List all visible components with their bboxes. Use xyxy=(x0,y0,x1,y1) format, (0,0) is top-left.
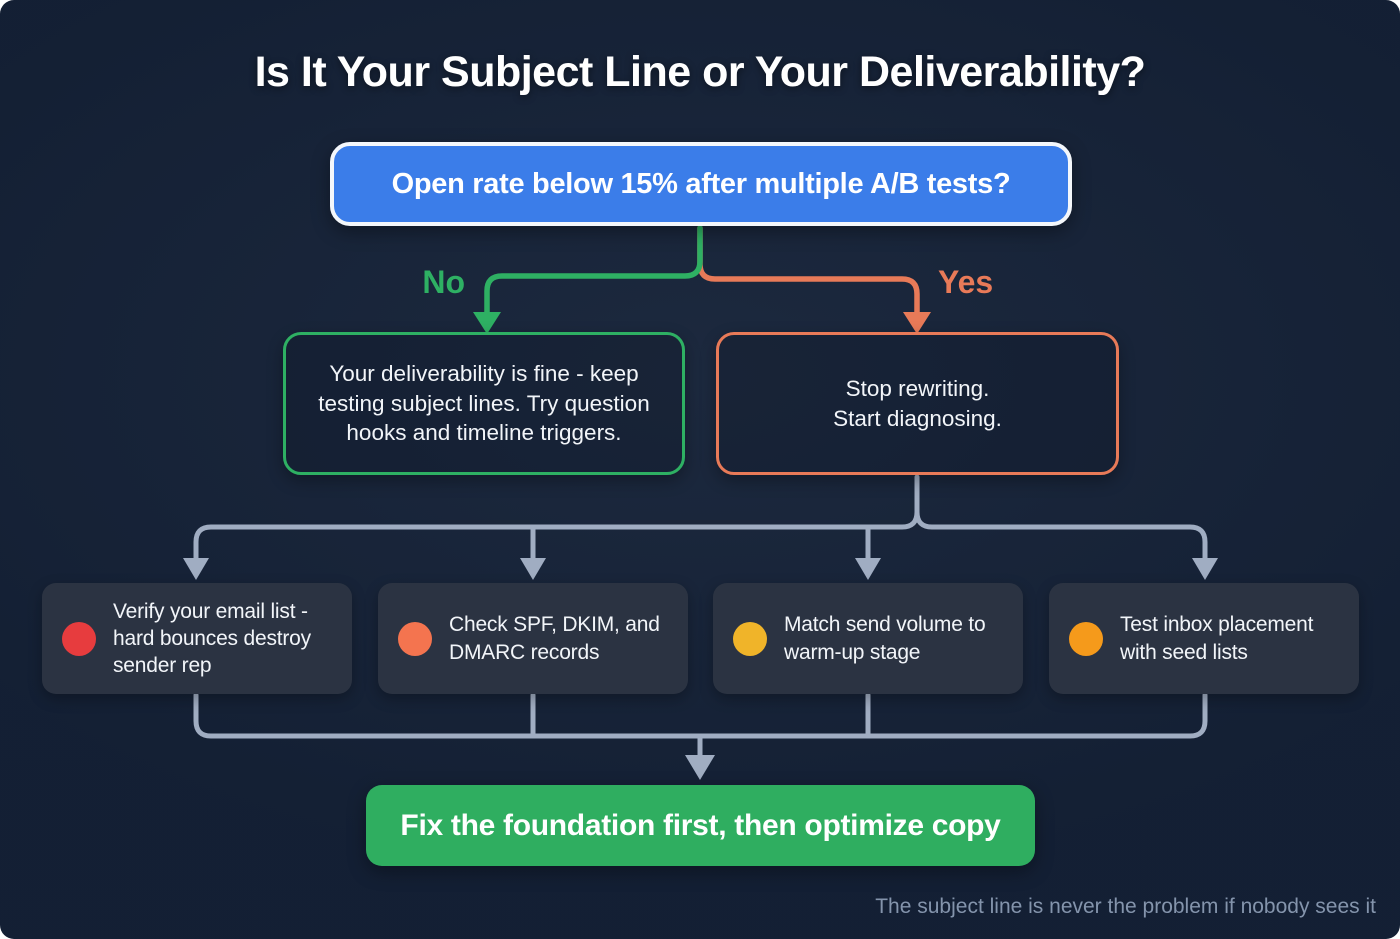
split-arrow-icon xyxy=(520,558,546,580)
check-text: Match send volume to warm-up stage xyxy=(784,613,986,664)
check-card-inbox-placement: Test inbox placement with seed lists xyxy=(1049,583,1359,694)
merge-lines xyxy=(193,692,1208,760)
split-arrow-icon xyxy=(183,558,209,580)
conclusion-label: Fix the foundation first, then optimize … xyxy=(400,808,1001,842)
yes-result-node: Stop rewriting. Start diagnosing. xyxy=(716,332,1119,475)
footnote-text: The subject line is never the problem if… xyxy=(875,895,1376,918)
conclusion-banner: Fix the foundation first, then optimize … xyxy=(366,785,1035,866)
no-result-node: Your deliverability is fine - keep testi… xyxy=(283,332,685,475)
salmon-bullet-icon xyxy=(398,621,432,656)
orange-bullet-icon xyxy=(1069,621,1103,656)
yes-result-line2: Start diagnosing. xyxy=(833,405,1002,431)
yes-result-line1: Stop rewriting. xyxy=(845,375,990,401)
yes-arrow-icon xyxy=(903,312,931,334)
merge-arrow-icon xyxy=(685,755,715,780)
no-arrow-icon xyxy=(473,312,501,334)
no-branch-label: No xyxy=(422,264,465,300)
check-card-spf-dkim: Check SPF, DKIM, and DMARC records xyxy=(378,583,688,694)
yes-branch-line xyxy=(697,225,931,334)
check-card-verify-list: Verify your email list - hard bounces de… xyxy=(42,583,352,694)
page-title: Is It Your Subject Line or Your Delivera… xyxy=(254,48,1146,96)
check-text: Check SPF, DKIM, and DMARC records xyxy=(449,613,660,664)
check-card-send-volume: Match send volume to warm-up stage xyxy=(713,583,1023,694)
diagnostic-split-arrows xyxy=(183,558,1218,580)
question-label: Open rate below 15% after multiple A/B t… xyxy=(391,167,1011,200)
diagnostic-split-lines xyxy=(193,474,1208,563)
no-branch-line xyxy=(473,225,703,334)
yellow-bullet-icon xyxy=(733,621,767,656)
split-arrow-icon xyxy=(1192,558,1218,580)
check-text: Test inbox placement with seed lists xyxy=(1120,613,1314,664)
no-result-text: Your deliverability is fine - keep testi… xyxy=(318,360,650,446)
yes-branch-label: Yes xyxy=(938,264,994,300)
split-arrow-icon xyxy=(855,558,881,580)
question-node: Open rate below 15% after multiple A/B t… xyxy=(330,142,1072,226)
check-text: Verify your email list - hard bounces de… xyxy=(113,599,311,678)
red-bullet-icon xyxy=(62,621,96,656)
